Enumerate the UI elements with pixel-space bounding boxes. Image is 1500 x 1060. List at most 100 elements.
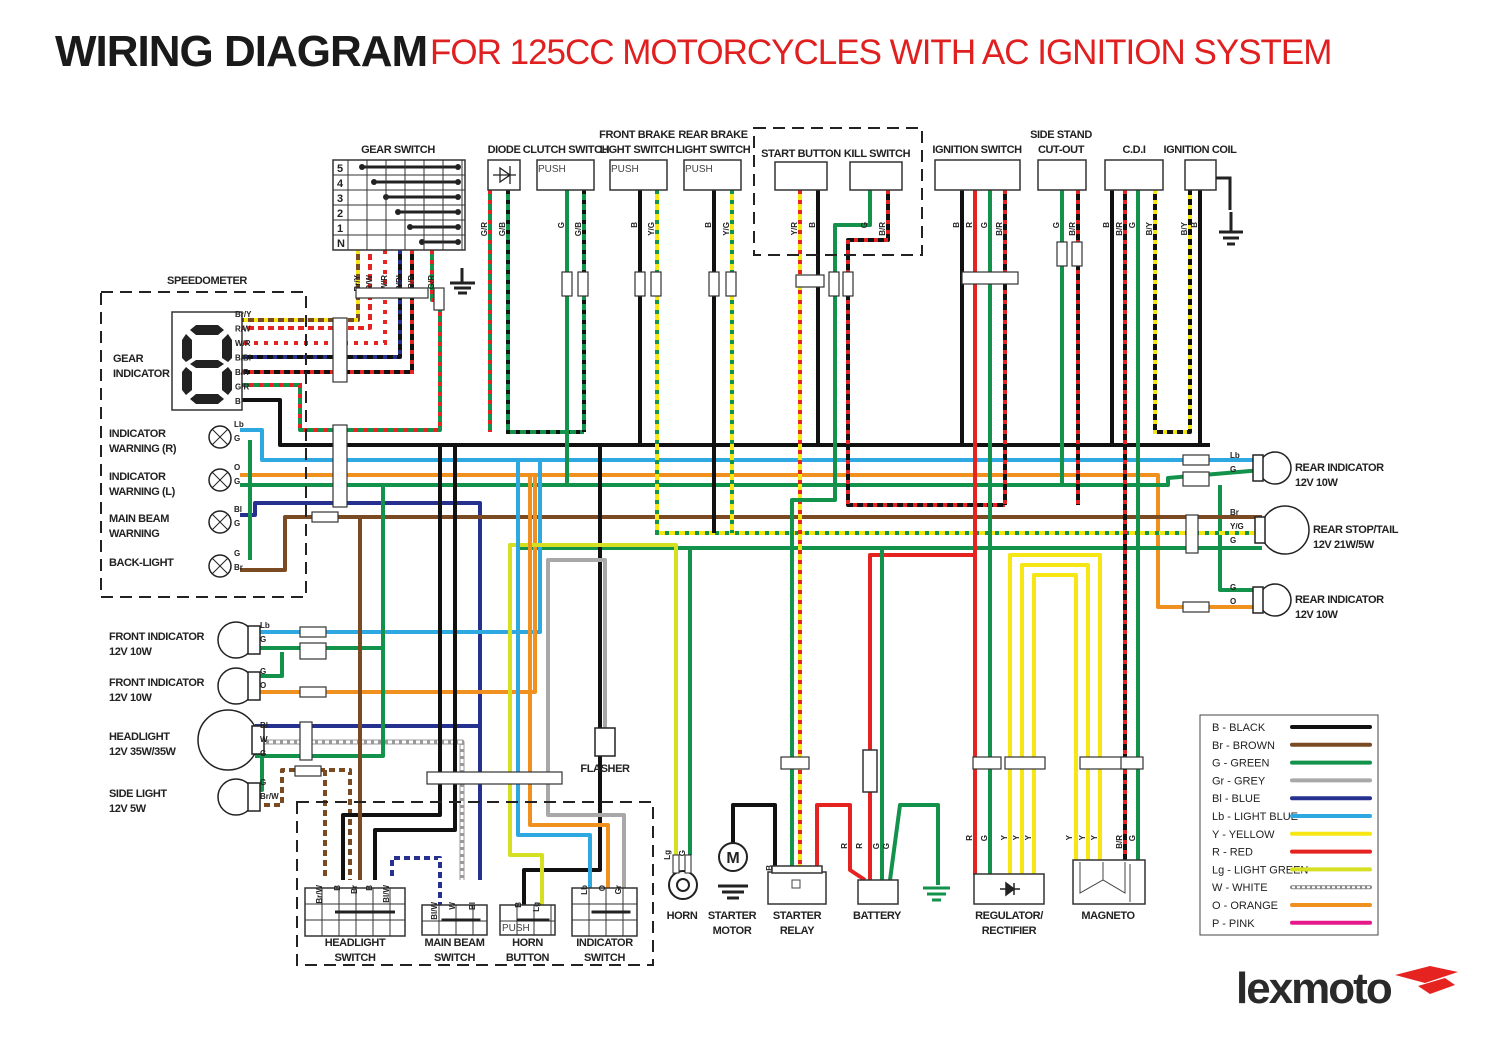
bulb-icon (1260, 505, 1310, 555)
starter-relay: STARTER RELAY (767, 865, 827, 937)
light-label: FRONT INDICATOR (109, 631, 204, 643)
wire-code-label: Bl/W (430, 902, 439, 920)
light-label: FRONT INDICATOR (109, 677, 204, 689)
switch-label: BUTTON (506, 952, 550, 964)
wire-code-label: W/R (380, 275, 389, 291)
light-label: HEADLIGHT (109, 731, 170, 743)
light-rating: 12V 5W (109, 803, 147, 815)
svg-text:REAR BRAKE: REAR BRAKE (678, 129, 747, 141)
wire-g (240, 468, 1263, 487)
coil-icon (1079, 862, 1131, 902)
wire-code-label: Y (1090, 834, 1099, 840)
switch-label: SWITCH (335, 952, 376, 964)
wire-code-label: B (235, 397, 241, 406)
legend-label: Bl - BLUE (1212, 793, 1260, 805)
wire-code-label: G (234, 434, 240, 443)
wire-code-label: Y/G (647, 222, 656, 236)
wire-code-label: G (1128, 222, 1137, 228)
wire-code-label: B/R (407, 275, 416, 289)
gear-switch-label: GEAR SWITCH (361, 144, 435, 156)
connector (561, 271, 573, 297)
wire-code-label: Bl (468, 902, 477, 910)
wire-code-label: Bl/W (382, 885, 391, 903)
ground-icon (450, 268, 475, 295)
light-rating: 12V 10W (1295, 477, 1338, 489)
wire-code-label: G (260, 778, 266, 787)
svg-text:CUT-OUT: CUT-OUT (1038, 144, 1085, 156)
svg-text:SPEEDOMETER: SPEEDOMETER (167, 275, 247, 287)
lamp-label: WARNING (L) (109, 486, 176, 498)
wire-g-b (506, 190, 584, 434)
wire-code-label: Br/Y (235, 310, 252, 319)
wire-code-label: B (630, 222, 639, 228)
wire-br-w (250, 768, 352, 880)
connector (299, 626, 327, 638)
wire-code-label: G (1230, 465, 1236, 474)
connector (650, 271, 662, 297)
legend-label: O - ORANGE (1212, 900, 1278, 912)
svg-text:MAGNETO: MAGNETO (1081, 910, 1135, 922)
svg-text:FLASHER: FLASHER (580, 763, 630, 775)
lamp-label: MAIN BEAM (109, 513, 169, 525)
wire-code-label: Y (1012, 834, 1021, 840)
diode-label: DIODE (488, 144, 521, 156)
connector (1182, 601, 1210, 613)
wire-code-label: O (260, 681, 266, 690)
rear-brake-switch: REAR BRAKE LIGHT SWITCH PUSH (676, 129, 751, 191)
wire-code-label: O (1230, 597, 1236, 606)
wire-gr (546, 558, 626, 888)
wire-code-label: G/R (235, 383, 249, 392)
wire-code-label: G (234, 549, 240, 558)
light-rating: 12V 21W/5W (1313, 539, 1375, 551)
legend-item: Gr - GREY (1212, 775, 1372, 787)
wire-g (1218, 485, 1262, 592)
wire-code-label: B (704, 222, 713, 228)
start-button: START BUTTON (761, 148, 842, 191)
svg-text:PUSH: PUSH (538, 164, 566, 175)
switch-label: SWITCH (584, 952, 625, 964)
svg-text:MOTOR: MOTOR (713, 925, 752, 937)
gear-position-label: 3 (337, 193, 343, 205)
wire-code-label: Y (1078, 834, 1087, 840)
wire-code-label: G (882, 843, 891, 849)
wire-g (790, 190, 872, 870)
motor-icon (718, 842, 748, 872)
wire-code-label: B/Bl (395, 275, 404, 291)
regulator-rectifier: REGULATOR/ RECTIFIER (973, 873, 1045, 937)
svg-text:HORN: HORN (667, 910, 698, 922)
connector (433, 287, 445, 311)
connector (577, 271, 589, 297)
svg-text:LIGHT SWITCH: LIGHT SWITCH (600, 144, 675, 156)
connector (332, 317, 348, 383)
wire-r-w (240, 250, 372, 330)
wire-code-label: B/R (1115, 835, 1124, 849)
connector (299, 721, 313, 761)
light-rating: 12V 35W/35W (109, 746, 177, 758)
legend-item: G - GREEN (1212, 758, 1372, 770)
gear-position-label: 5 (337, 163, 343, 175)
light-label: SIDE LIGHT (109, 788, 167, 800)
connector (311, 511, 339, 523)
light-rating: 12V 10W (109, 646, 152, 658)
svg-text:IGNITION COIL: IGNITION COIL (1163, 144, 1237, 156)
legend-label: B - BLACK (1212, 722, 1266, 734)
light-label: REAR STOP/TAIL (1313, 524, 1399, 536)
ground-icon (1216, 176, 1243, 246)
wire-o (250, 475, 537, 694)
handlebar-switch-enclosure (296, 801, 654, 966)
svg-text:INDICATOR: INDICATOR (113, 368, 170, 380)
lamp-label: INDICATOR (109, 471, 166, 483)
gear-position-label: N (337, 238, 345, 250)
wire-g (255, 648, 385, 758)
connector (634, 271, 646, 297)
wire-b (341, 445, 442, 880)
connector (426, 771, 563, 785)
wire-y (1008, 553, 1102, 875)
wire-code-label: B (333, 885, 342, 891)
